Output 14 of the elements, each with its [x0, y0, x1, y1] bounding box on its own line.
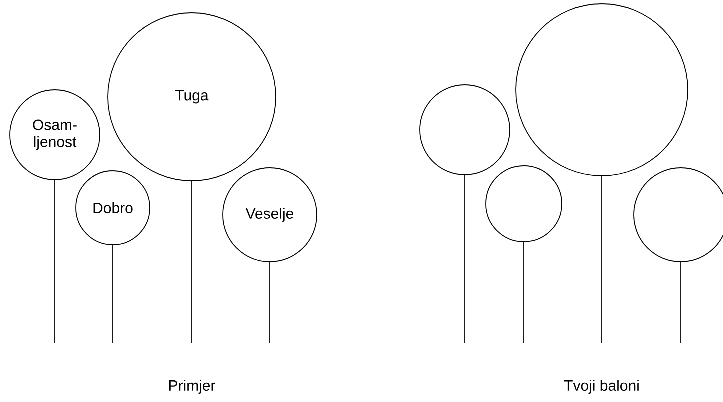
balloon: Tuga — [108, 12, 276, 182]
balloon: Dobro — [76, 170, 150, 246]
empty-balloon — [486, 166, 562, 242]
caption: Tvoji baloni — [564, 380, 639, 394]
caption: Primjer — [169, 380, 216, 394]
string-line — [464, 175, 466, 344]
balloon: Veselje — [222, 168, 318, 262]
string-line — [680, 262, 682, 344]
balloon: Osam- ljenost — [10, 90, 100, 180]
string-line — [112, 245, 114, 344]
string-line — [54, 180, 56, 344]
empty-balloon — [516, 4, 688, 176]
empty-balloon — [634, 168, 723, 262]
empty-balloon — [420, 84, 510, 176]
